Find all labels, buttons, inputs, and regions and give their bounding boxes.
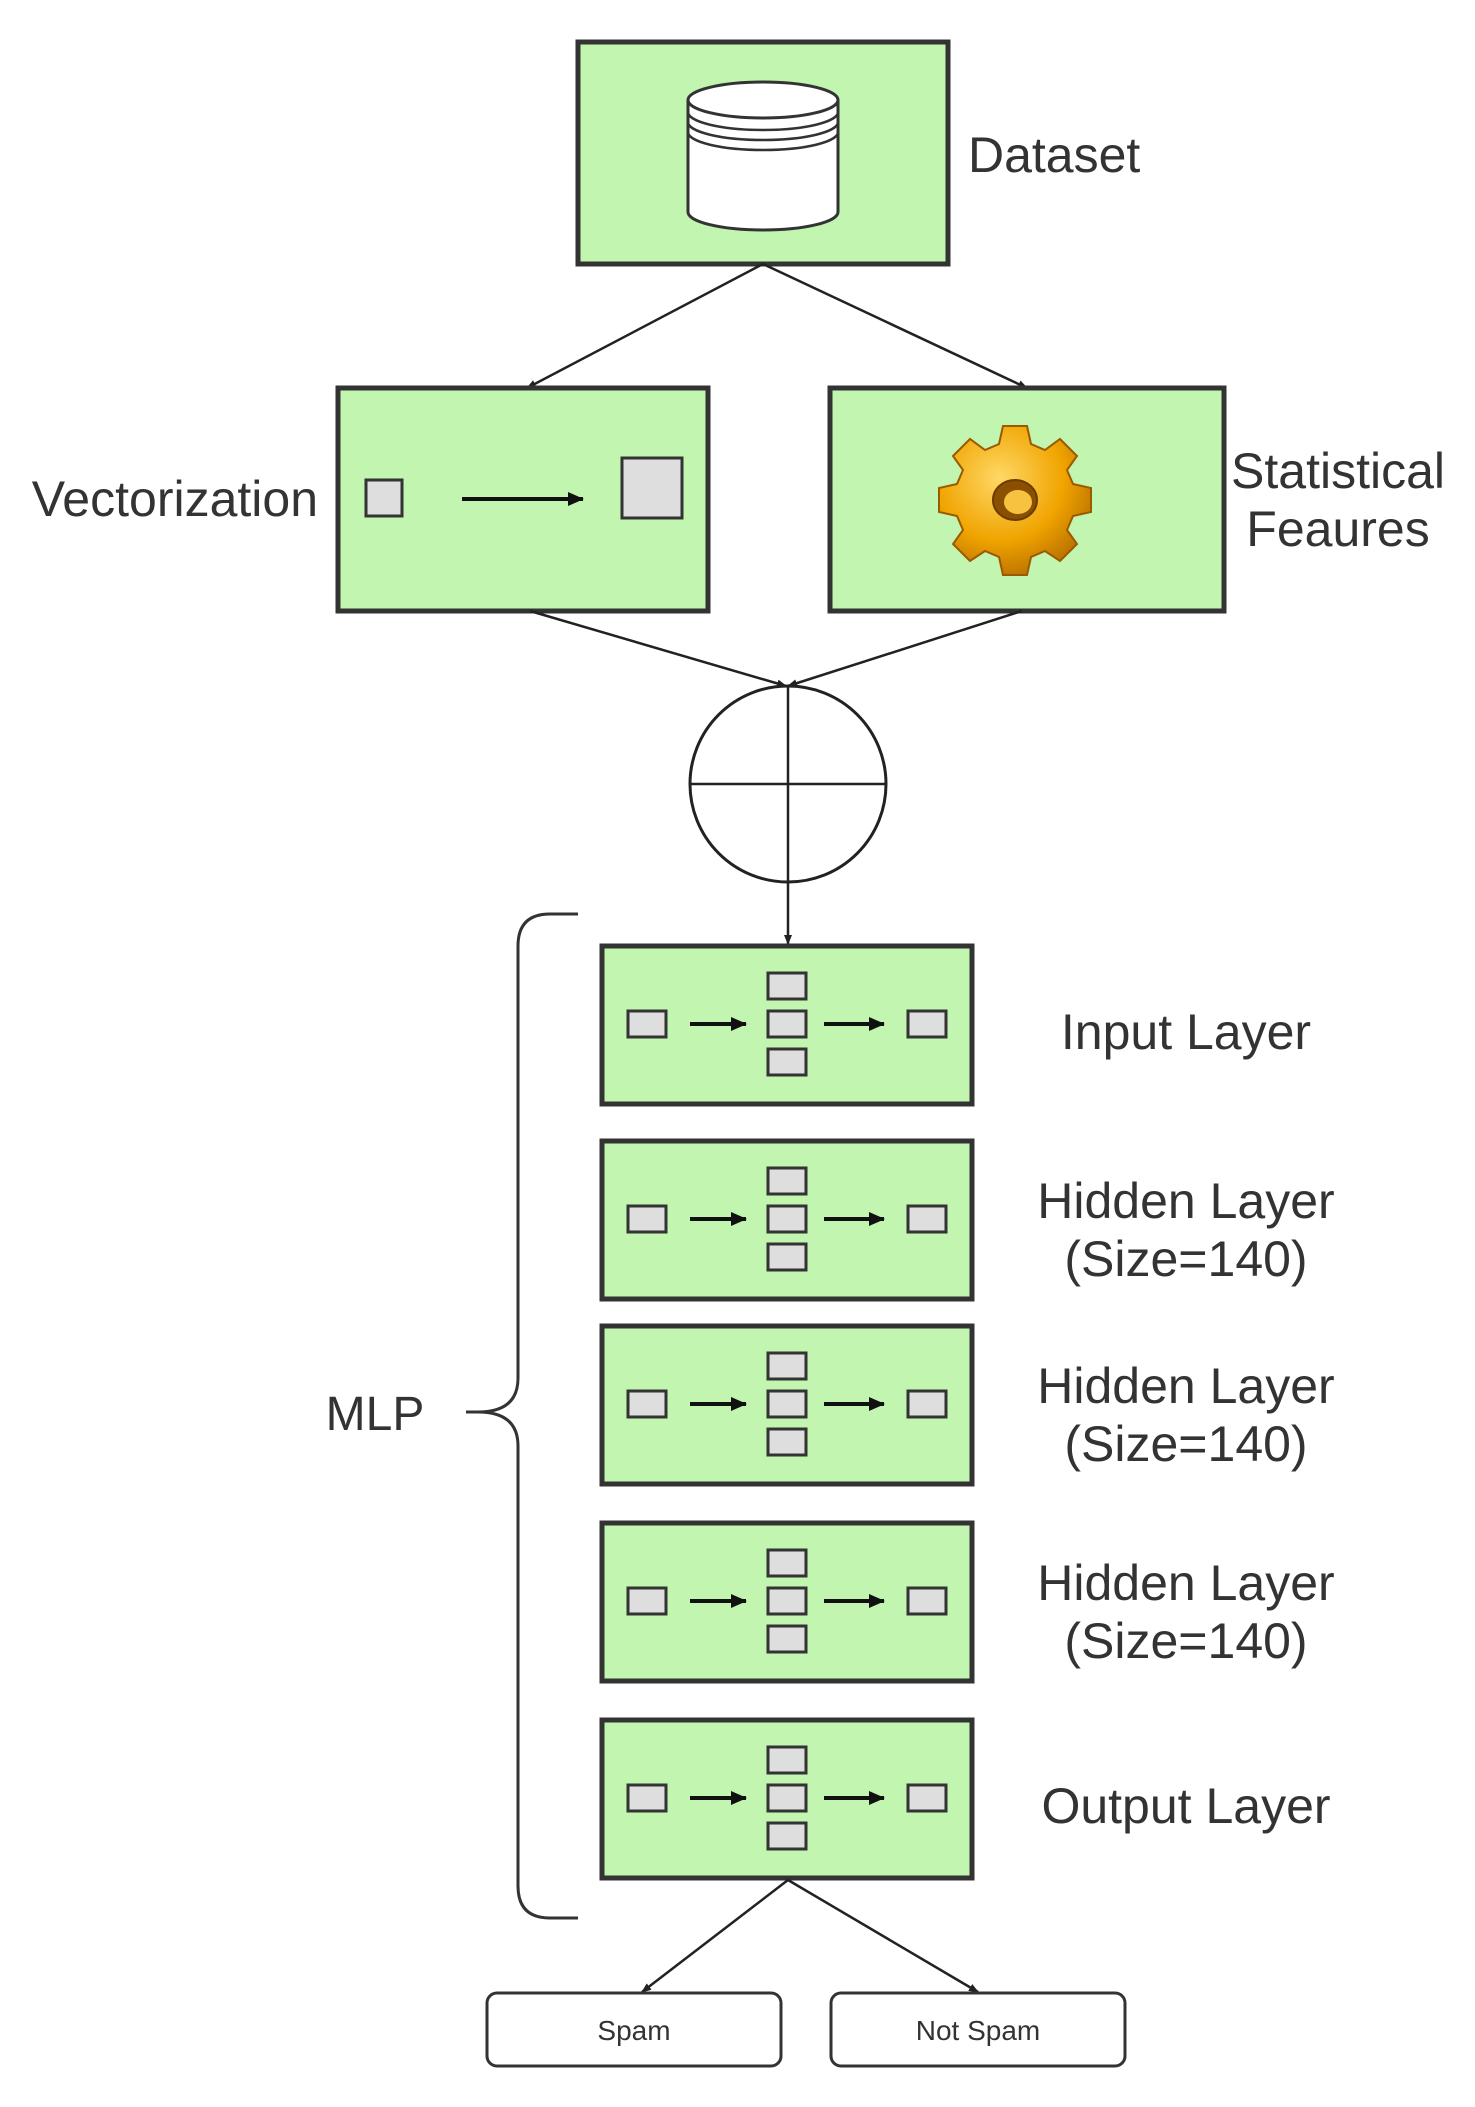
edge-output-not-spam xyxy=(787,1878,979,1994)
layer-0: Input Layer xyxy=(599,943,1311,1107)
layer-1: Hidden Layer(Size=140) xyxy=(599,1138,1335,1302)
layer-label: Hidden Layer xyxy=(1037,1358,1334,1414)
not-spam-box xyxy=(829,1991,1127,2068)
mlp-brace xyxy=(477,912,578,1920)
neural-layer-icon xyxy=(626,1351,948,1457)
database-icon xyxy=(686,80,840,232)
edge-dataset-vectorization xyxy=(526,262,764,390)
not-spam-label: Not Spam xyxy=(916,2015,1041,2046)
neural-layer-icon xyxy=(626,1548,948,1654)
neural-layer-icon xyxy=(626,1745,948,1851)
neural-layer-icon xyxy=(626,1166,948,1272)
layer-label: Input Layer xyxy=(1061,1004,1311,1060)
layer-label: Hidden Layer xyxy=(1037,1173,1334,1229)
vector-transform-icon xyxy=(364,456,684,520)
spam-box xyxy=(485,1991,783,2068)
layer-label: (Size=140) xyxy=(1064,1613,1307,1669)
layer-label: Hidden Layer xyxy=(1037,1555,1334,1611)
vectorization-label: Vectorization xyxy=(32,471,318,527)
neural-layer-icon xyxy=(626,971,948,1077)
spam-label: Spam xyxy=(597,2015,670,2046)
edge-vectorization-combine xyxy=(529,609,787,688)
concatenate-circle-icon xyxy=(688,684,888,884)
edge-statistical-combine xyxy=(787,609,1023,688)
layer-3: Hidden Layer(Size=140) xyxy=(599,1520,1335,1684)
layer-label: (Size=140) xyxy=(1064,1231,1307,1287)
layer-2: Hidden Layer(Size=140) xyxy=(599,1323,1335,1487)
dataset-label: Dataset xyxy=(968,127,1140,183)
statistical-label-line2: Feaures xyxy=(1246,501,1429,557)
layer-label: (Size=140) xyxy=(1064,1416,1307,1472)
edge-output-spam xyxy=(641,1879,789,1993)
mlp-label: MLP xyxy=(326,1388,425,1441)
layer-label: Output Layer xyxy=(1041,1778,1330,1834)
gear-icon xyxy=(938,425,1092,576)
statistical-label-line1: Statistical xyxy=(1231,443,1445,499)
layer-4: Output Layer xyxy=(599,1717,1331,1881)
edge-dataset-statistical xyxy=(762,262,1028,390)
